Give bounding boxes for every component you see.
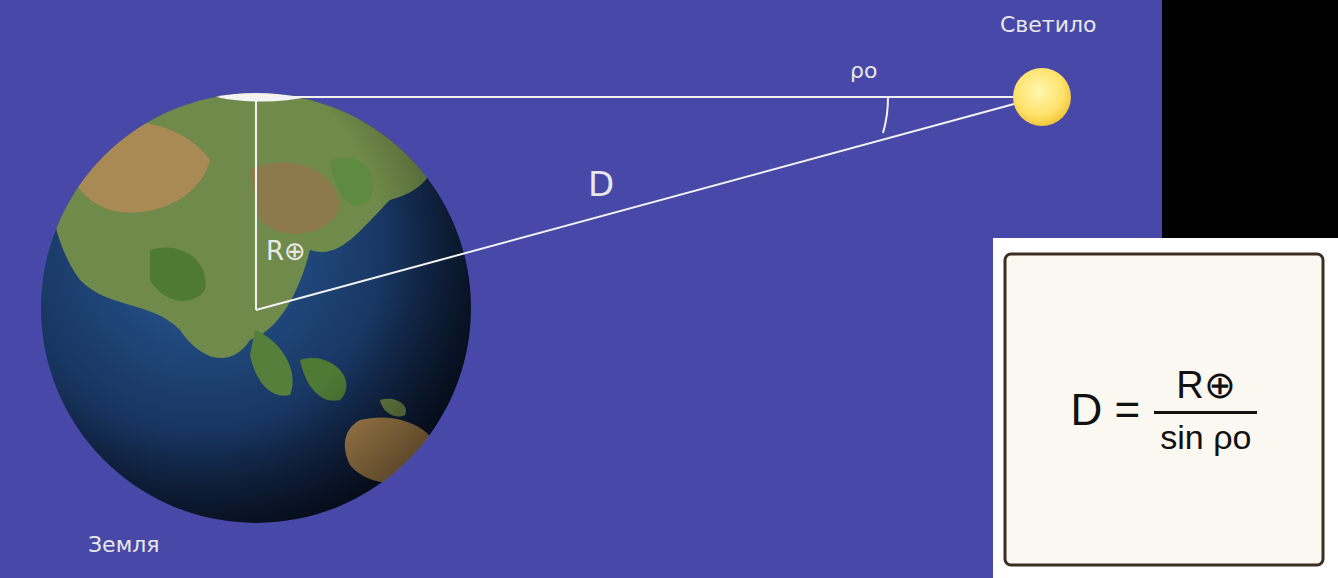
formula-numerator: R⊕ bbox=[1170, 363, 1241, 411]
background bbox=[0, 0, 1162, 578]
earth-globe bbox=[41, 86, 471, 523]
radius-label: R⊕ bbox=[266, 236, 306, 266]
formula-fraction: R⊕sin ρo bbox=[1154, 363, 1257, 457]
distance-label: D bbox=[588, 164, 614, 204]
sun bbox=[1013, 68, 1071, 126]
fraction-bar bbox=[1154, 411, 1257, 414]
formula-panel bbox=[993, 238, 1338, 578]
formula-lhs: D = bbox=[1071, 385, 1141, 435]
formula-frame bbox=[1005, 254, 1323, 565]
geometry-lines bbox=[256, 97, 1014, 310]
parallax-angle-label: ρo bbox=[850, 58, 877, 83]
star-label: Светило bbox=[1000, 12, 1097, 37]
formula-denominator: sin ρo bbox=[1154, 414, 1257, 457]
earth-label: Земля bbox=[88, 532, 160, 557]
formula-box: D = R⊕sin ρo bbox=[1010, 259, 1318, 560]
